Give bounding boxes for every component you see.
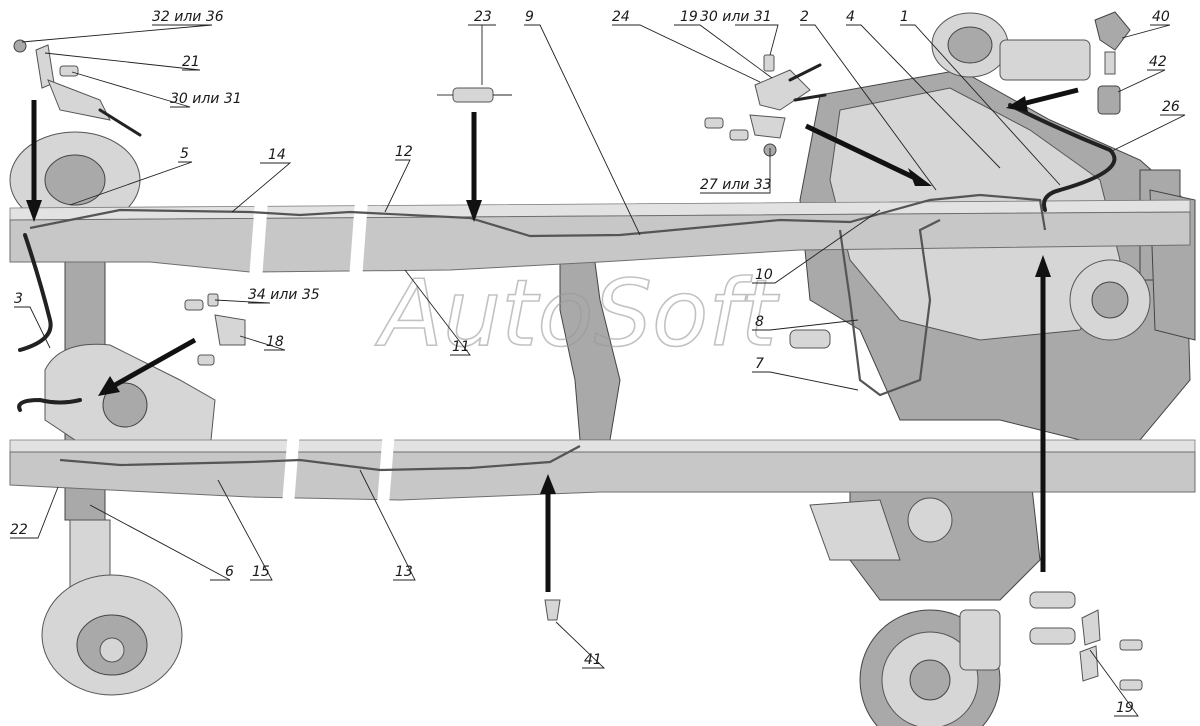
callout-5: 5 bbox=[180, 146, 189, 162]
callout-2: 2 bbox=[800, 9, 809, 25]
callout-4: 4 bbox=[846, 9, 855, 25]
pointer-arrows bbox=[26, 87, 1079, 592]
callout-30-or-31-top: 30 или 31 bbox=[700, 9, 772, 25]
callout-23: 23 bbox=[474, 9, 492, 25]
watermark: AutoSoft bbox=[375, 260, 780, 367]
arrow-connector-23 bbox=[466, 112, 482, 222]
detached-parts bbox=[13, 11, 1143, 691]
callout-15: 15 bbox=[252, 564, 270, 580]
callout-19-top: 19 bbox=[680, 9, 698, 25]
callout-27-or-33: 27 или 33 bbox=[700, 177, 772, 193]
callout-11: 11 bbox=[452, 339, 470, 355]
arrow-fitting-19 bbox=[1035, 255, 1051, 572]
arrow-clip-41 bbox=[540, 474, 556, 592]
callout-labels: 32 или 36 21 30 или 31 5 14 12 23 9 24 1… bbox=[10, 9, 1180, 716]
callout-14: 14 bbox=[268, 147, 286, 163]
callout-3: 3 bbox=[14, 291, 23, 307]
callout-10: 10 bbox=[755, 267, 773, 283]
callout-40: 40 bbox=[1152, 9, 1170, 25]
arrow-part-42 bbox=[1006, 87, 1079, 112]
callout-19-bottom: 19 bbox=[1116, 700, 1134, 716]
callout-12: 12 bbox=[395, 144, 413, 160]
callout-9: 9 bbox=[525, 9, 534, 25]
rear-axle bbox=[9, 131, 216, 696]
arrow-tee-24 bbox=[804, 123, 932, 186]
lower-frame-rail bbox=[9, 430, 1196, 505]
leader-lines bbox=[10, 24, 1186, 717]
callout-18: 18 bbox=[266, 334, 284, 350]
arrow-left-bracket bbox=[26, 100, 42, 222]
callout-34-or-35: 34 или 35 bbox=[248, 287, 320, 303]
callout-32-or-36: 32 или 36 bbox=[152, 9, 224, 25]
callout-21: 21 bbox=[182, 54, 200, 70]
callout-24: 24 bbox=[612, 9, 630, 25]
callout-30-or-31-left: 30 или 31 bbox=[170, 91, 242, 107]
callout-13: 13 bbox=[395, 564, 413, 580]
front-axle-suspension bbox=[809, 469, 1041, 726]
callout-8: 8 bbox=[755, 314, 764, 330]
callout-26: 26 bbox=[1162, 99, 1180, 115]
brake-pipelines bbox=[17, 103, 1117, 472]
callout-22: 22 bbox=[10, 522, 28, 538]
callout-6: 6 bbox=[225, 564, 234, 580]
callout-42: 42 bbox=[1149, 54, 1167, 70]
callout-1: 1 bbox=[900, 9, 909, 25]
callout-7: 7 bbox=[755, 356, 764, 372]
arrow-part-18 bbox=[98, 337, 197, 396]
upper-frame-rail bbox=[9, 199, 1191, 280]
callout-41: 41 bbox=[584, 652, 602, 668]
